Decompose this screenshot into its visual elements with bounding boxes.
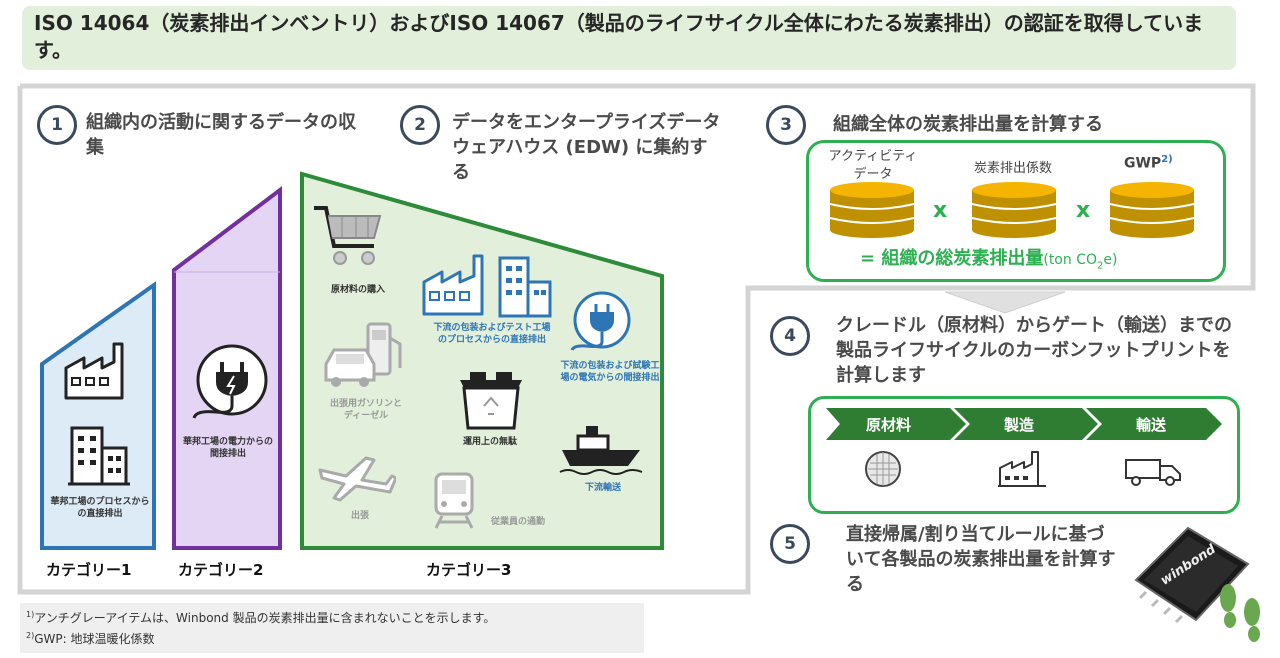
stage-manufacturing: 製造 — [1004, 416, 1035, 434]
cat3-travel: 出張 — [350, 511, 369, 521]
ship-icon — [559, 426, 643, 475]
wafer-icon — [865, 451, 901, 487]
shopping-cart-icon — [314, 206, 382, 265]
database-icon — [829, 182, 915, 238]
activity-data-label: アクティビティデータ — [828, 149, 918, 182]
factory-icon — [64, 342, 124, 400]
header-banner — [22, 6, 1236, 70]
cat3-fuel: 出張用ガソリンとディーゼル — [329, 399, 402, 421]
car-fuel-icon — [324, 322, 402, 387]
cat3-downstream-power: 下流の包装および試験工場の電気からの間接排出 — [560, 361, 660, 383]
emission-factor-label: 炭素排出係数 — [973, 161, 1052, 176]
footnotes — [20, 603, 644, 653]
footnote-2: 2)GWP: 地球温暖化係数 — [26, 631, 155, 646]
step-5-text: 直接帰属/割り当てルールに基づいて各製品の炭素排出量を計算する — [846, 524, 1116, 595]
cat3-downstream-process: 下流の包装およびテスト工場のプロセスからの直接排出 — [433, 323, 551, 345]
footprint-icon — [1220, 584, 1260, 642]
step-1-number: 1 — [37, 105, 77, 145]
arrow-stage — [826, 408, 966, 440]
stage-transport: 輸送 — [1136, 416, 1167, 434]
footnote-1: 1)アンチグレーアイテムは、Winbond 製品の炭素排出量に含まれないことを示… — [26, 610, 496, 625]
multiply-sign: x — [1076, 198, 1091, 223]
chip-footprint-image — [1134, 526, 1260, 642]
cat3-waste: 運用上の無駄 — [462, 437, 517, 447]
step-4-text: クレードル（原材料）からゲート（輸送）までの製品ライフサイクルのカーボンフットプ… — [836, 315, 1232, 386]
database-icon — [971, 182, 1057, 238]
category-3-label: カテゴリー3 — [426, 561, 512, 579]
database-icon — [1109, 182, 1195, 238]
chip-icon — [1134, 526, 1250, 624]
waste-bin-icon — [460, 372, 522, 430]
cat3-purchase: 原材料の購入 — [330, 285, 385, 295]
cat2-caption: 華邦工場の電力からの間接排出 — [182, 437, 273, 459]
cat3-downstream-transport: 下流輸送 — [584, 483, 621, 493]
down-arrow — [944, 291, 1066, 314]
airplane-icon — [318, 456, 396, 502]
building-icon-downstream — [498, 256, 552, 318]
plug-icon-downstream — [570, 291, 631, 351]
multiply-sign: x — [933, 198, 948, 223]
category-2-label: カテゴリー2 — [178, 561, 264, 579]
arrow-stage — [954, 408, 1098, 440]
step-3-number: 3 — [766, 105, 806, 145]
train-icon — [434, 472, 474, 529]
result-formula: = 組織の総炭素排出量(ton CO2e) — [860, 248, 1118, 272]
stage-raw-material: 原材料 — [866, 416, 912, 434]
cat3-commute: 従業員の通勤 — [490, 517, 545, 527]
cat1-caption: 華邦工場のプロセスからの直接排出 — [50, 497, 150, 519]
step-5-number: 5 — [770, 524, 810, 564]
step-3-text: 組織全体の炭素排出量を計算する — [833, 114, 1103, 135]
factory-icon-downstream — [422, 254, 484, 316]
category-1-label: カテゴリー1 — [46, 561, 132, 579]
step-1-text: 組織内の活動に関するデータの収集 — [86, 112, 356, 158]
step-2-text: データをエンタープライズデータ ウェアハウス (EDW) に集約する — [452, 112, 721, 183]
banner-text: ISO 14064（炭素排出インベントリ）およびISO 14067（製品のライフ… — [34, 11, 1204, 62]
office-building-icon — [68, 426, 130, 486]
step-2-number: 2 — [400, 105, 440, 145]
plug-icon — [192, 344, 268, 419]
step-4-number: 4 — [770, 316, 810, 356]
truck-icon — [1125, 459, 1181, 486]
gwp-label: GWP2) — [1124, 154, 1173, 172]
factory-icon-manufacturing — [998, 451, 1046, 487]
arrow-stage — [1086, 408, 1222, 440]
